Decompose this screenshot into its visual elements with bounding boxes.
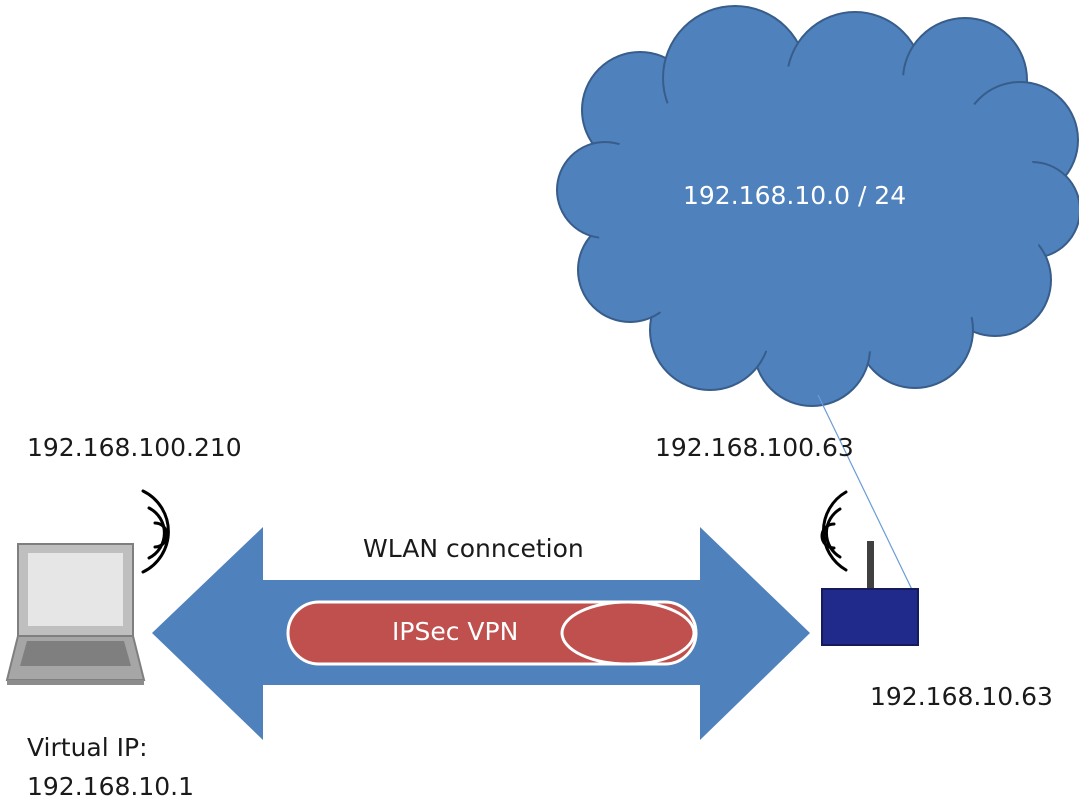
- virtual-ip-value: 192.168.10.1: [27, 772, 194, 801]
- network-cloud-icon: [556, 5, 1079, 407]
- router-icon: [821, 541, 919, 646]
- ipsec-tunnel: [286, 600, 698, 666]
- laptop-icon: [5, 543, 146, 685]
- gateway-lan-ip: 192.168.10.63: [870, 682, 1053, 711]
- client-wlan-ip: 192.168.100.210: [27, 433, 242, 462]
- ipsec-vpn-label: IPSec VPN: [392, 617, 519, 646]
- router-wifi-signal-icon: [820, 490, 848, 572]
- wlan-connection-label: WLAN conncetion: [363, 534, 584, 563]
- network-subnet-label: 192.168.10.0 / 24: [683, 181, 907, 210]
- cloud-router-link: [817, 394, 919, 603]
- laptop-wifi-signal-icon: [141, 489, 170, 574]
- virtual-ip-label: Virtual IP:: [27, 733, 148, 762]
- gateway-wlan-ip: 192.168.100.63: [655, 433, 854, 462]
